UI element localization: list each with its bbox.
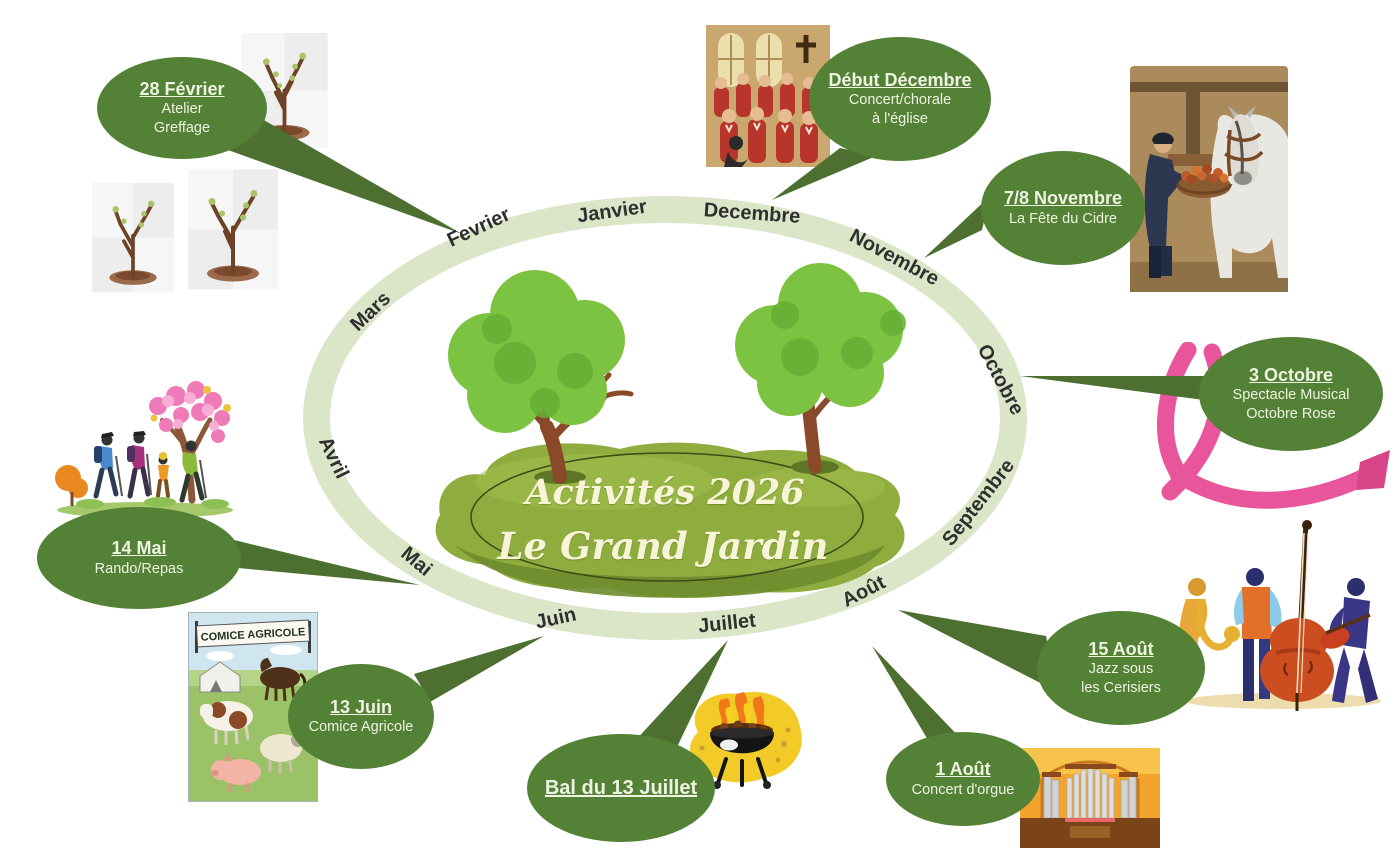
event-date: 1 Août xyxy=(935,759,991,780)
event-bubble-15-aout: 15 Août Jazz sous les Cerisiers xyxy=(1037,611,1205,725)
sapling-image-2 xyxy=(92,182,174,293)
event-date: Bal du 13 Juillet xyxy=(544,776,698,799)
event-line: Spectacle Musical xyxy=(1232,387,1350,404)
event-bubble-7-8-novembre: 7/8 Novembre La Fête du Cidre xyxy=(981,151,1145,265)
event-bubble-13-juin: 13 Juin Comice Agricole xyxy=(288,664,434,769)
event-line: Atelier xyxy=(161,101,203,118)
event-date: 7/8 Novembre xyxy=(1003,188,1123,209)
event-line: Jazz sous xyxy=(1088,661,1154,678)
event-bubble-28-fevrier: 28 Février Atelier Greffage xyxy=(97,57,267,159)
event-bubble-1-aout: 1 Août Concert d'orgue xyxy=(886,732,1040,826)
event-date: Début Décembre xyxy=(828,69,972,90)
organ-image xyxy=(1020,748,1160,848)
event-line: à l'église xyxy=(872,111,928,128)
event-date: 28 Février xyxy=(139,78,225,99)
tail-octobre xyxy=(1020,376,1204,400)
cider-press-image xyxy=(1130,66,1288,292)
event-line: La Fête du Cidre xyxy=(1008,210,1117,227)
bbq-grill-image xyxy=(690,691,802,789)
event-line: les Cerisiers xyxy=(1081,680,1161,697)
tail-juillet xyxy=(634,640,728,745)
event-date: 15 Août xyxy=(1088,638,1154,659)
tail-fevrier xyxy=(228,104,462,234)
event-bubble-14-mai: 14 Mai Rando/Repas xyxy=(37,507,241,609)
tail-mai xyxy=(234,540,420,585)
event-line: Rando/Repas xyxy=(94,560,184,577)
garden-trees-illustration xyxy=(435,263,906,599)
sapling-image-3 xyxy=(188,169,278,290)
event-bubble-3-octobre: 3 Octobre Spectacle Musical Octobre Rose xyxy=(1199,337,1383,451)
tail-aout1 xyxy=(872,646,966,744)
poster-banner-text: COMICE AGRICOLE xyxy=(200,626,305,643)
tail-aout15 xyxy=(898,610,1058,692)
page-title-place: Le Grand Jardin xyxy=(497,524,829,568)
event-bubble-debut-decembre: Début Décembre Concert/chorale à l'églis… xyxy=(809,37,991,161)
event-bubble-bal-13-juillet: Bal du 13 Juillet xyxy=(527,734,715,842)
event-date: 3 Octobre xyxy=(1248,364,1334,385)
event-line: Comice Agricole xyxy=(308,719,414,736)
tail-novembre xyxy=(924,196,990,258)
event-line: Concert d'orgue xyxy=(911,781,1015,798)
tail-decembre xyxy=(772,148,876,200)
page-title-year: Activités 2026 xyxy=(525,472,805,513)
event-date: 14 Mai xyxy=(111,538,167,559)
event-date: 13 Juin xyxy=(329,696,393,717)
tail-juin xyxy=(414,636,544,702)
event-line: Concert/chorale xyxy=(848,92,952,109)
event-line: Greffage xyxy=(153,120,211,137)
event-line: Octobre Rose xyxy=(1246,406,1336,423)
choir-image xyxy=(706,25,830,167)
